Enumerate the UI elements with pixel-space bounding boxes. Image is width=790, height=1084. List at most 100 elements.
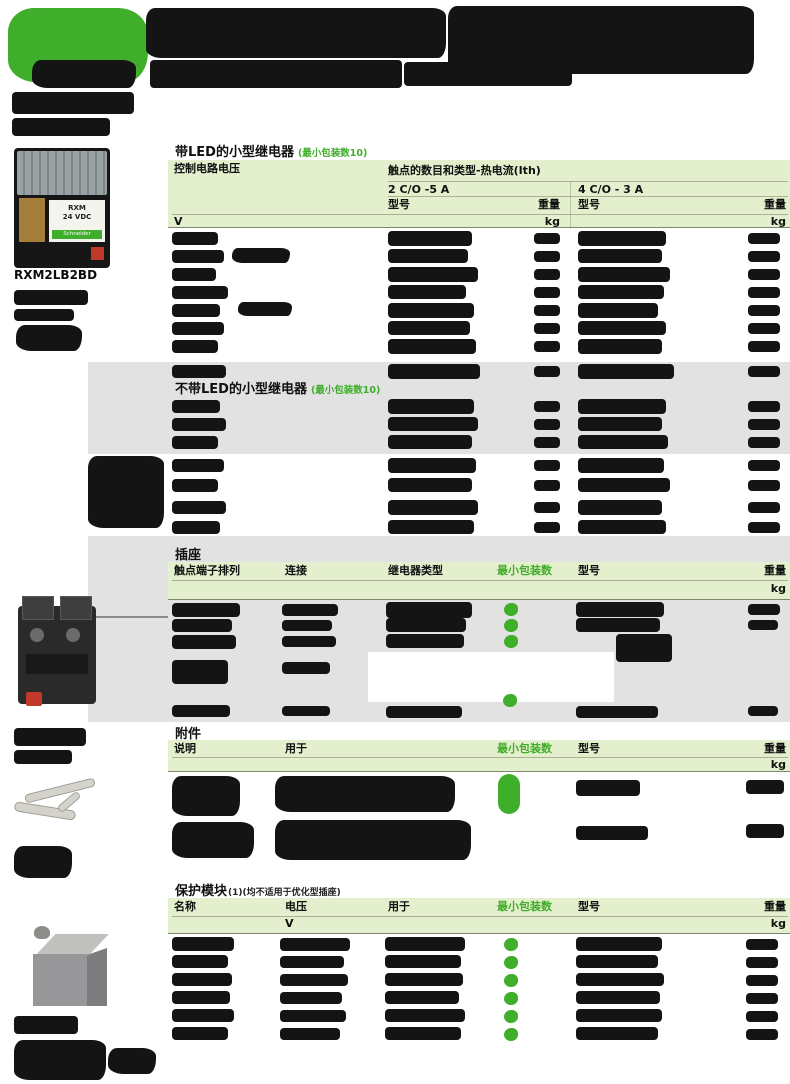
- illegible-text-blob: [616, 634, 672, 662]
- col-model: 型号: [578, 564, 600, 577]
- unit-kg: kg: [770, 758, 786, 771]
- protection-module-photo: [33, 954, 87, 1006]
- min-pack-qty-dot: [503, 694, 517, 707]
- illegible-text-blob: [748, 522, 780, 533]
- illegible-text-blob: [578, 399, 666, 414]
- illegible-text-blob: [576, 991, 660, 1004]
- socket-terminal-block: [22, 596, 54, 620]
- illegible-text-blob: [88, 456, 164, 528]
- illegible-text-blob: [534, 287, 560, 298]
- illegible-text-blob: [12, 118, 110, 136]
- illegible-text-blob: [172, 365, 226, 378]
- illegible-text-blob: [388, 364, 480, 379]
- illegible-text-blob: [746, 939, 778, 950]
- col-model: 型号: [578, 900, 600, 913]
- illegible-text-blob: [280, 992, 342, 1004]
- illegible-text-blob: [280, 938, 350, 951]
- illegible-text-blob: [578, 249, 662, 263]
- protection-module-side: [87, 948, 107, 1006]
- socket-terminal-block: [60, 596, 92, 620]
- illegible-text-blob: [534, 366, 560, 377]
- illegible-text-blob: [534, 522, 560, 533]
- min-pack-qty-dot: [504, 992, 518, 1005]
- illegible-text-blob: [172, 991, 230, 1004]
- schneider-logo: Schneider: [52, 230, 102, 239]
- illegible-text-blob: [576, 1009, 662, 1022]
- col-min-pack: 最小包装数: [497, 742, 552, 755]
- illegible-text-blob: [576, 780, 640, 796]
- illegible-text-blob: [386, 706, 462, 718]
- section-title-led-text: 带LED的小型继电器: [175, 145, 294, 160]
- unit-volt: V: [174, 215, 183, 228]
- rule: [168, 933, 790, 934]
- illegible-text-blob: [172, 603, 240, 617]
- illegible-text-blob: [534, 269, 560, 280]
- illegible-text-blob: [534, 401, 560, 412]
- section-title-accessories: 附件: [175, 727, 202, 742]
- illegible-text-blob: [576, 602, 664, 617]
- relay-label-line1: RXM: [68, 204, 86, 212]
- illegible-text-blob: [578, 520, 666, 534]
- illegible-text-blob: [32, 60, 136, 88]
- illegible-text-blob: [576, 618, 660, 632]
- socket-product-photo: [18, 596, 96, 708]
- illegible-text-blob: [748, 480, 780, 491]
- relay-coil: [19, 198, 45, 242]
- illegible-text-blob: [275, 776, 455, 812]
- illegible-text-blob: [172, 286, 228, 299]
- illegible-text-blob: [14, 728, 86, 746]
- socket-screw: [30, 628, 44, 642]
- illegible-text-blob: [534, 502, 560, 513]
- min-pack-note: (最小包装数10): [297, 148, 368, 159]
- sockets-table-header-band: [168, 562, 790, 600]
- illegible-text-blob: [388, 249, 468, 263]
- col-model-2co: 型号: [388, 198, 410, 211]
- illegible-text-blob: [748, 287, 780, 298]
- illegible-text-blob: [388, 267, 478, 282]
- rule: [168, 771, 790, 772]
- illegible-text-blob: [172, 619, 232, 632]
- illegible-text-blob: [172, 232, 218, 245]
- section-title-protection: 保护模块(1)(均不适用于优化型插座): [175, 880, 341, 899]
- section-title-noled-text: 不带LED的小型继电器: [175, 382, 307, 397]
- illegible-text-blob: [385, 1027, 461, 1040]
- illegible-text-blob: [748, 437, 780, 448]
- min-pack-note: (最小包装数10): [310, 385, 381, 396]
- rule: [172, 580, 788, 581]
- socket-screw: [66, 628, 80, 642]
- illegible-text-blob: [578, 364, 674, 379]
- illegible-text-blob: [746, 957, 778, 968]
- illegible-text-blob: [534, 251, 560, 262]
- illegible-text-blob: [748, 604, 780, 615]
- illegible-text-blob: [172, 937, 234, 951]
- col-description: 说明: [174, 742, 196, 755]
- illegible-text-blob: [388, 417, 478, 431]
- illegible-text-blob: [385, 955, 461, 968]
- illegible-text-blob: [14, 750, 72, 764]
- illegible-text-blob: [172, 1009, 234, 1022]
- col-4co: 4 C/O - 3 A: [578, 183, 644, 196]
- illegible-text-blob: [14, 1016, 78, 1034]
- illegible-text-blob: [172, 521, 220, 534]
- leader-line: [96, 616, 168, 618]
- col-weight: 重量: [764, 900, 786, 913]
- col-weight: 重量: [764, 742, 786, 755]
- col-used-for: 用于: [388, 900, 410, 913]
- illegible-text-blob: [578, 478, 670, 492]
- illegible-text-blob: [172, 501, 226, 514]
- clip-accessory-photo: [23, 777, 97, 804]
- rule: [172, 916, 788, 917]
- illegible-text-blob: [748, 323, 780, 334]
- illegible-text-blob: [534, 460, 560, 471]
- section-title-sockets: 插座: [175, 548, 202, 563]
- section-title-protection-text: 保护模块: [175, 884, 228, 899]
- min-pack-qty-dot: [504, 938, 518, 951]
- illegible-text-blob: [386, 602, 472, 618]
- illegible-text-blob: [748, 305, 780, 316]
- illegible-text-blob: [14, 1040, 106, 1080]
- illegible-text-blob: [576, 937, 662, 951]
- illegible-text-blob: [404, 62, 572, 86]
- col-terminal-arrangement: 触点端子排列: [174, 564, 240, 577]
- illegible-text-blob: [172, 635, 236, 649]
